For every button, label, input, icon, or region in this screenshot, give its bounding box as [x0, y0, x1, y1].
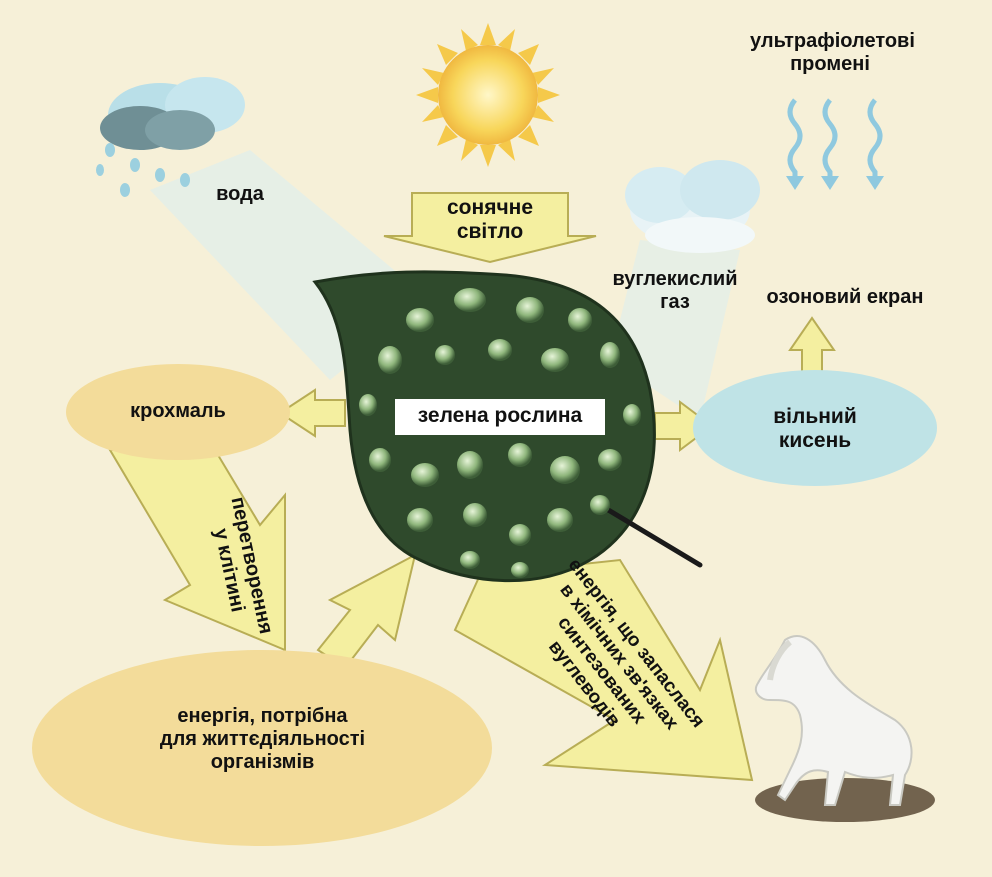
ozone-arrow: [790, 318, 834, 375]
sunlight-label: сонячне світло: [420, 196, 560, 244]
plant-label: зелена рослина: [398, 404, 602, 428]
water-label: вода: [205, 183, 275, 206]
co2-label-line-1: вуглекислий: [605, 268, 745, 291]
sunlight-label-line-2: світло: [420, 220, 560, 244]
energy-life-line-2: для життєдіяльності: [135, 728, 390, 751]
uv-label-line-1: ультрафіолетові: [750, 30, 910, 53]
oxygen-label-line-2: кисень: [755, 429, 875, 453]
co2-label: вуглекислий газ: [605, 268, 745, 314]
uv-rays-icon: [786, 100, 884, 190]
energy-life-line-1: енергія, потрібна: [135, 705, 390, 728]
co2-label-line-2: газ: [605, 291, 745, 314]
horse-icon: [755, 636, 935, 822]
oxygen-label-line-1: вільний: [755, 405, 875, 429]
uv-label-line-2: промені: [750, 53, 910, 76]
energy-life-line-3: організмів: [135, 751, 390, 774]
starch-label: крохмаль: [110, 400, 246, 423]
cloud-icon: [625, 160, 760, 253]
oxygen-label: вільний кисень: [755, 405, 875, 453]
sunlight-label-line-1: сонячне: [420, 196, 560, 220]
uv-label: ультрафіолетові промені: [750, 30, 910, 76]
ozone-label: озоновий екран: [750, 286, 940, 309]
energy-life-label: енергія, потрібна для життєдіяльності ор…: [135, 705, 390, 774]
energy-return-arrow: [318, 555, 415, 668]
sun-icon: [416, 23, 560, 167]
